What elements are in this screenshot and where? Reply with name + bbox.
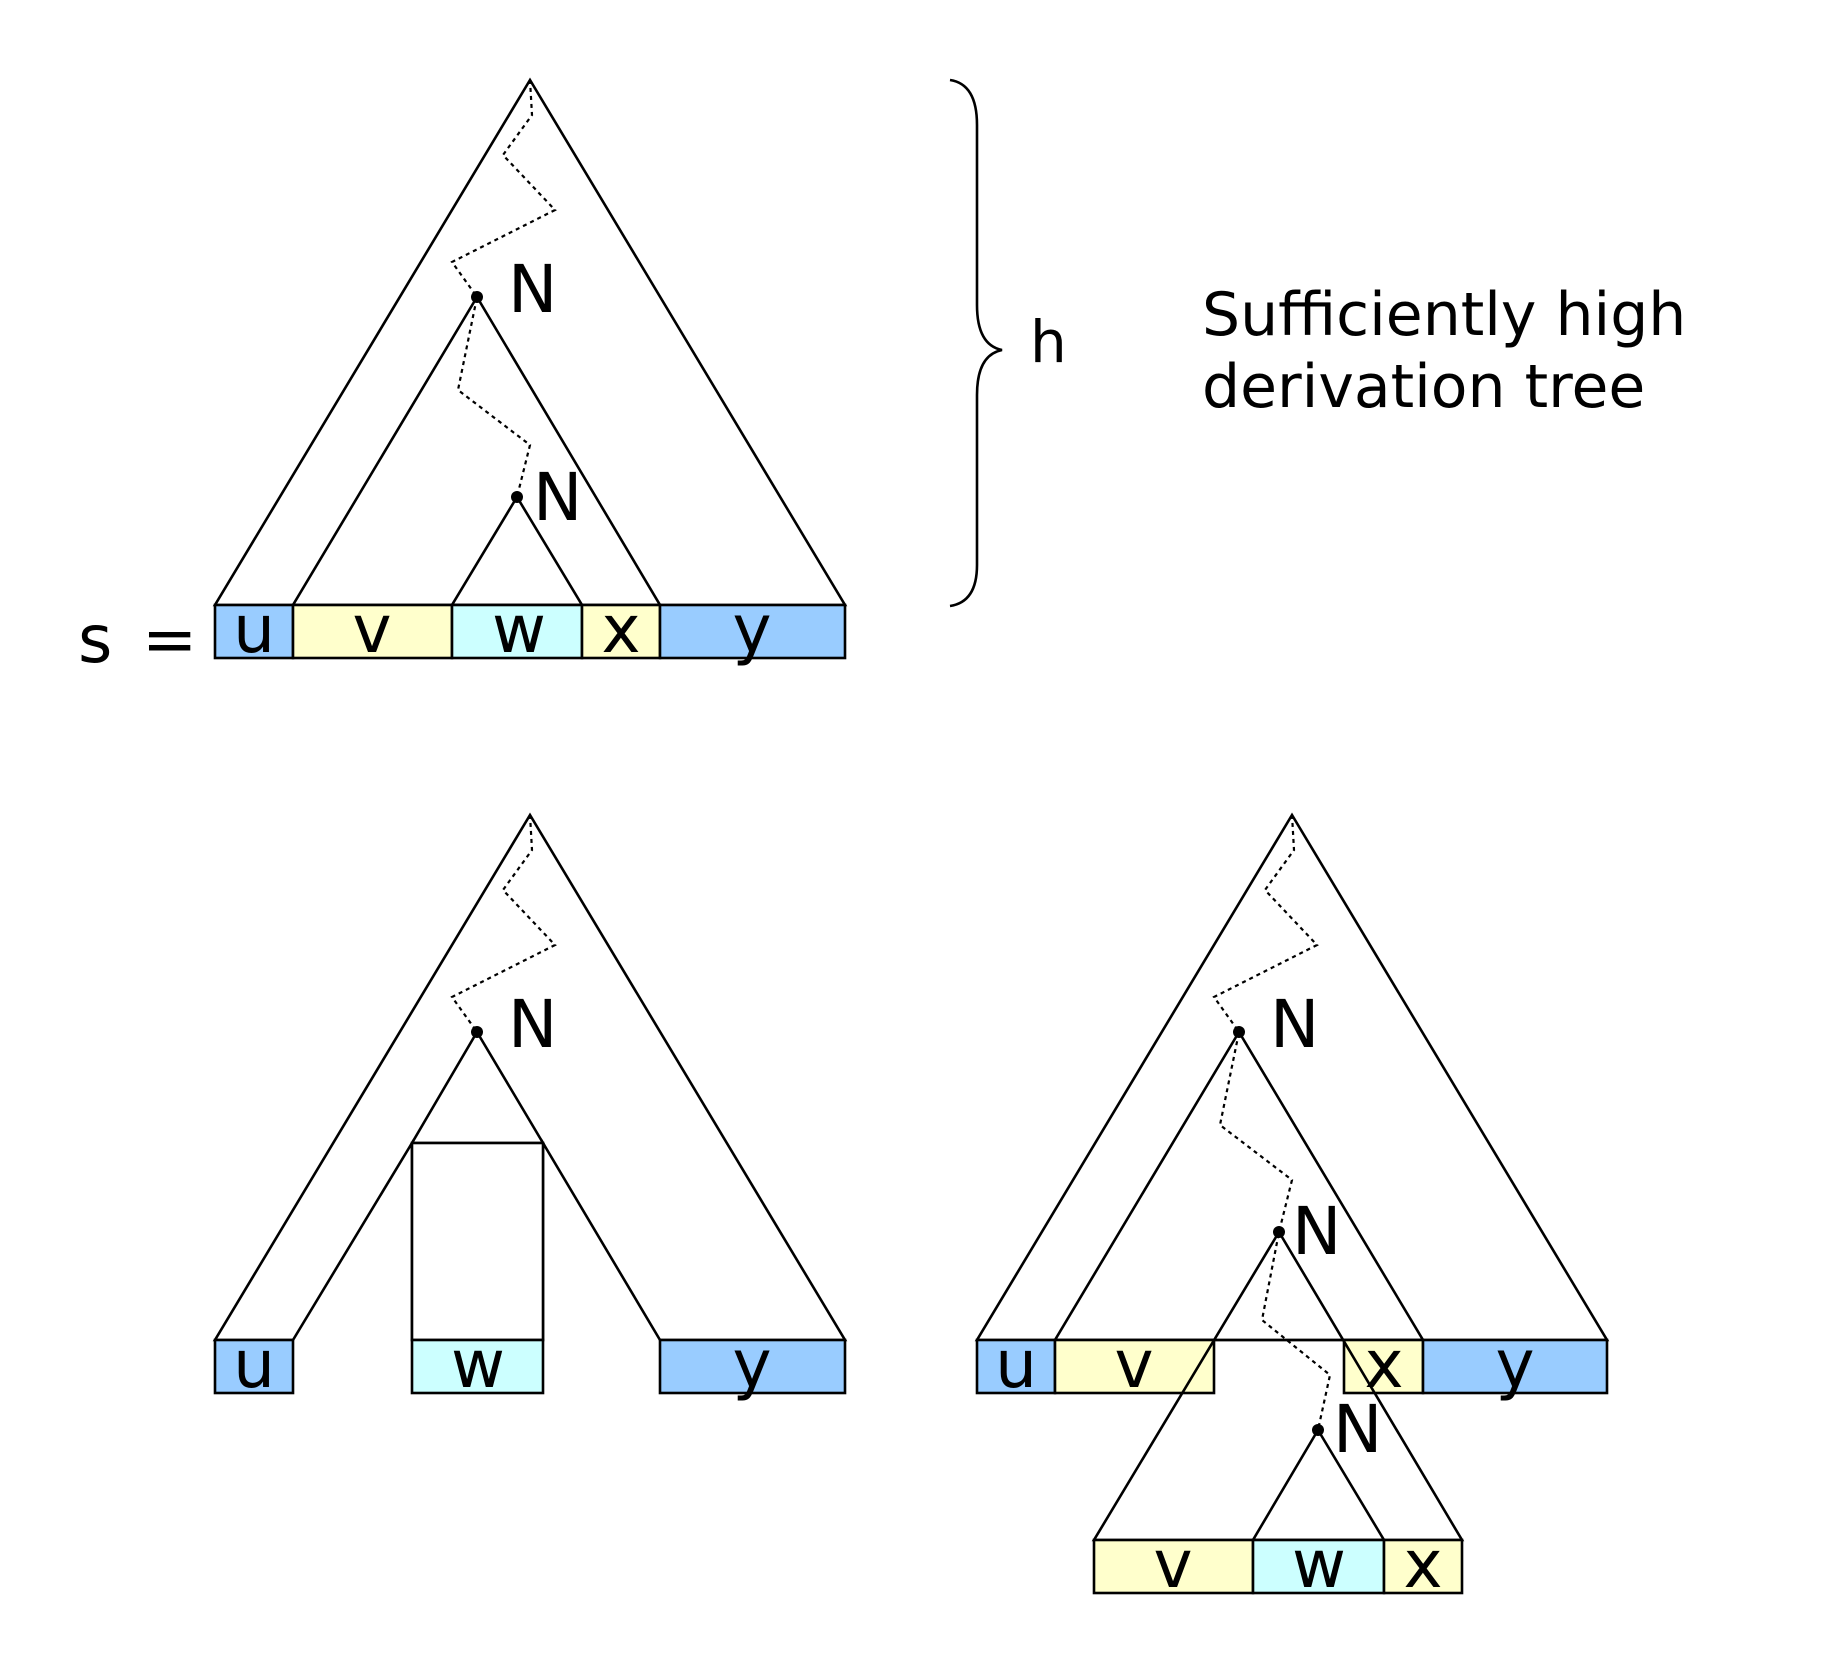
bl-collapsed-gap	[410, 1141, 545, 1342]
br-lower-seg-x-label: x	[1403, 1526, 1442, 1603]
bl-seg-u-label: u	[233, 1326, 275, 1403]
top-node-outer-label: N	[508, 251, 557, 328]
br-node-inner-label: N	[1333, 1391, 1382, 1468]
top-node-inner-dot	[511, 491, 523, 503]
br-seg-y-label: y	[1495, 1326, 1534, 1403]
top-node-outer-dot	[471, 291, 483, 303]
top-derivation-tree: N N u v w x y s = h Sufficiently high de…	[78, 77, 1686, 678]
br-node-middle-dot	[1273, 1226, 1285, 1238]
br-node-outer-dot	[1233, 1026, 1245, 1038]
top-seg-w	[450, 603, 584, 660]
br-lower-string-bar: v w x	[1092, 1526, 1464, 1603]
caption-line-2: derivation tree	[1202, 352, 1645, 422]
br-seg-x-label: x	[1364, 1326, 1403, 1403]
top-seg-y	[658, 603, 847, 660]
br-lower-seg-v	[1092, 1538, 1255, 1595]
bl-seg-w-label: w	[451, 1326, 505, 1403]
bl-string-bar: u w y	[213, 1326, 847, 1403]
bottom-left-tree: N u w y	[212, 812, 848, 1403]
top-yellow-subtree	[290, 294, 663, 607]
br-yellow-outer	[1052, 1029, 1426, 1342]
bl-node-dot	[471, 1026, 483, 1038]
br-lower-seg-v-label: v	[1153, 1526, 1192, 1603]
br-node-inner-dot	[1312, 1424, 1324, 1436]
br-node-outer-label: N	[1270, 986, 1319, 1063]
top-seg-y-label: y	[732, 591, 771, 668]
br-seg-u	[975, 1338, 1057, 1395]
top-seg-v-label: v	[352, 591, 391, 668]
br-dotted-path	[1212, 814, 1332, 1431]
top-seg-w-label: w	[492, 591, 546, 668]
br-lower-seg-w	[1251, 1538, 1386, 1595]
top-seg-x-label: x	[601, 591, 640, 668]
br-seg-x	[1342, 1338, 1425, 1395]
top-string-bar: u v w x y	[213, 591, 847, 668]
bl-seg-y-label: y	[732, 1326, 771, 1403]
top-seg-x	[580, 603, 662, 660]
top-outer-triangle	[212, 77, 848, 607]
bl-seg-y	[658, 1338, 847, 1395]
equals-sign: =	[142, 601, 197, 678]
height-brace	[949, 78, 1003, 608]
br-seg-y	[1421, 1338, 1609, 1395]
bottom-right-tree: u v x y N N N v w x	[974, 812, 1610, 1603]
bl-dotted-path	[450, 814, 557, 1033]
top-dotted-path	[450, 79, 557, 498]
caption-line-1: Sufficiently high	[1202, 280, 1686, 350]
bl-seg-w	[410, 1338, 545, 1395]
br-seg-v-label: v	[1114, 1326, 1153, 1403]
top-node-inner-label: N	[533, 459, 582, 536]
bl-node-label: N	[508, 986, 557, 1063]
bl-seg-u	[213, 1338, 295, 1395]
height-label: h	[1030, 308, 1067, 376]
s-label: s	[78, 601, 112, 678]
br-lower-seg-w-label: w	[1292, 1526, 1346, 1603]
top-seg-u-label: u	[233, 591, 275, 668]
br-lower-seg-x	[1382, 1538, 1464, 1595]
br-node-middle-label: N	[1292, 1193, 1341, 1270]
br-seg-u-label: u	[995, 1326, 1037, 1403]
br-upper-string-bar: u v x y	[975, 1326, 1609, 1403]
